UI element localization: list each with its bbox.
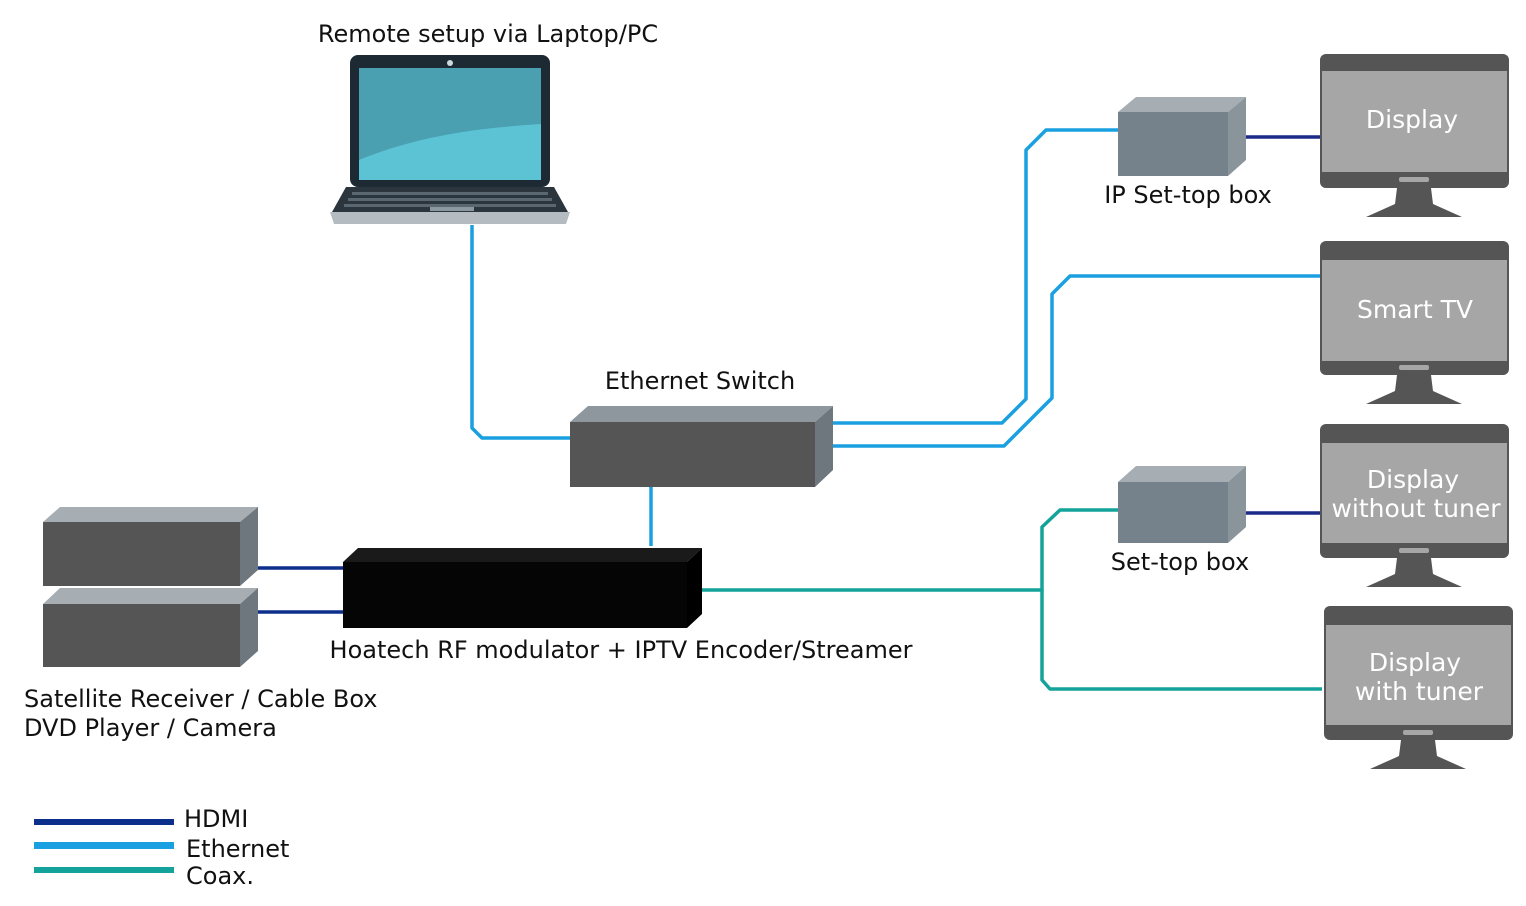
set-top-box (1118, 466, 1246, 543)
ethernet-line-laptop-switch (470, 225, 570, 440)
sources-label-line1: Satellite Receiver / Cable Box (24, 685, 377, 713)
legend-swatch-ethernet (34, 842, 174, 849)
monitor-display-without-tuner (1320, 424, 1509, 587)
connections (218, 128, 1322, 691)
modulator-label: Hoatech RF modulator + IPTV Encoder/Stre… (330, 636, 913, 664)
laptop-icon (330, 55, 570, 224)
source-device-bottom (43, 588, 258, 667)
legend-label-hdmi: HDMI (184, 805, 248, 833)
display-with-tuner-label-line1: Display (1369, 648, 1461, 677)
ethernet-switch (570, 406, 833, 487)
sources-label-line2: DVD Player / Camera (24, 714, 277, 742)
source-device-top (43, 507, 258, 586)
ip-set-top-box (1118, 97, 1246, 176)
display-with-tuner-label-line2: with tuner (1355, 677, 1484, 706)
legend-label-coax: Coax. (186, 862, 254, 890)
display-without-tuner-label-line1: Display (1367, 465, 1459, 494)
ip-stb-label: IP Set-top box (1104, 181, 1272, 209)
monitor-display-with-tuner (1324, 606, 1513, 769)
ethernet-line-switch-ip-stb (833, 128, 1118, 425)
stb-label: Set-top box (1111, 548, 1249, 576)
display-screen-label: Display (1366, 105, 1458, 134)
legend-swatch-hdmi (34, 819, 174, 825)
legend-swatch-coax (34, 867, 174, 873)
rf-modulator (343, 548, 702, 628)
smart-tv-screen-label: Smart TV (1357, 295, 1473, 324)
ethernet-line-switch-smart-tv (833, 274, 1320, 448)
display-without-tuner-label-line2: without tuner (1331, 494, 1501, 523)
coax-line-modulator-stb (702, 508, 1118, 592)
monitor-smart-tv (1320, 241, 1509, 404)
laptop-label: Remote setup via Laptop/PC (318, 20, 658, 48)
legend-label-ethernet: Ethernet (186, 835, 289, 863)
legend: HDMI Ethernet Coax. (34, 805, 289, 890)
switch-label: Ethernet Switch (605, 367, 795, 395)
monitor-display (1320, 54, 1509, 217)
coax-line-to-display-tuner (1040, 590, 1322, 691)
